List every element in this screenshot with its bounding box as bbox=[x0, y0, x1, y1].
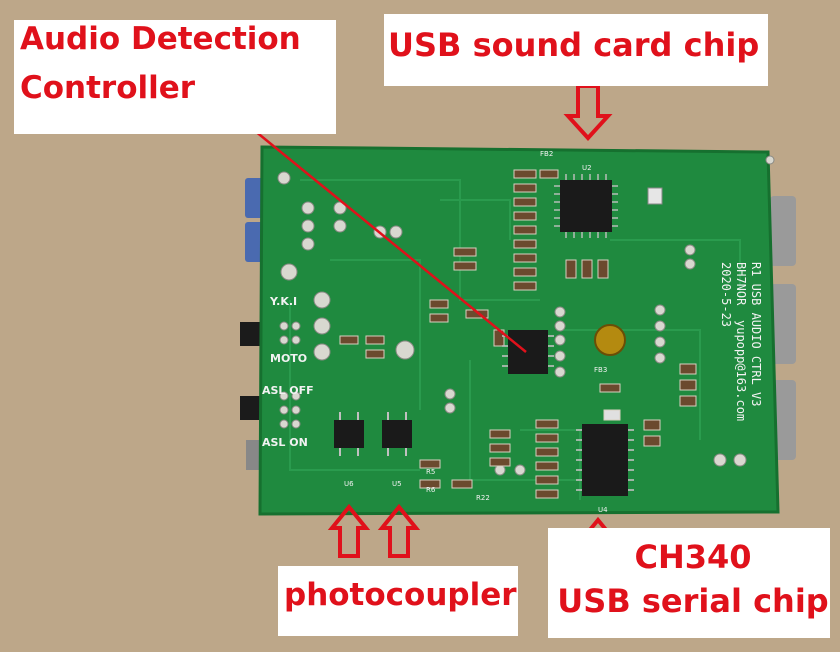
label-fb2: FB2 bbox=[540, 150, 553, 158]
label-asl-on: ASL ON bbox=[262, 436, 308, 449]
board-labels: Y.K.I MOTO ASL OFF ASL ON bbox=[262, 295, 314, 449]
silkscreen-line-2: yupopp@163.com bbox=[734, 320, 748, 421]
usb-sound-card-callout: USB sound card chip bbox=[384, 14, 768, 86]
label-yki: Y.K.I bbox=[269, 295, 297, 308]
photocoupler-callout: photocoupler bbox=[278, 566, 518, 636]
photocoupler-arrow-right bbox=[377, 503, 421, 558]
label-u5: U5 bbox=[392, 480, 402, 488]
label-r6: R6 bbox=[426, 486, 436, 494]
sound-chip-arrow bbox=[563, 84, 613, 141]
audio-detection-line-2: Controller bbox=[20, 69, 196, 106]
label-u4: U4 bbox=[598, 506, 608, 514]
silkscreen-text: BH7NOR yupopp@163.com R1 USB AUDIO CTRL … bbox=[719, 262, 763, 421]
label-u6: U6 bbox=[344, 480, 354, 488]
audio-pointer-line bbox=[221, 103, 527, 353]
label-fb3: FB3 bbox=[594, 366, 607, 374]
photocoupler-u5 bbox=[382, 412, 412, 456]
ref-labels: U2 U4 U5 U6 FB2 FB3 R22 R6 R5 bbox=[344, 150, 608, 514]
silkscreen-date: 2020-5-23 bbox=[719, 262, 733, 327]
label-asl-off: ASL OFF bbox=[262, 384, 314, 397]
usb-sound-card-chip bbox=[554, 174, 618, 238]
photocoupler-arrow-left bbox=[327, 503, 371, 558]
silkscreen-line-3: R1 USB AUDIO CTRL V3 bbox=[749, 262, 763, 407]
label-r22: R22 bbox=[476, 494, 490, 502]
tantalum-capacitor bbox=[594, 324, 626, 356]
ch340-chip bbox=[576, 424, 634, 496]
label-moto: MOTO bbox=[270, 352, 307, 365]
label-u2: U2 bbox=[582, 164, 592, 172]
label-r5: R5 bbox=[426, 468, 435, 476]
photocoupler-u6 bbox=[334, 412, 364, 456]
ch340-callout: CH340 USB serial chip bbox=[548, 528, 830, 638]
audio-detection-line-1: Audio Detection bbox=[20, 21, 301, 57]
usb-sound-card-label: USB sound card chip bbox=[388, 26, 760, 64]
ch340-line-2: USB serial chip bbox=[557, 581, 829, 620]
ch340-line-1: CH340 bbox=[634, 538, 752, 576]
audio-detection-controller-chip bbox=[502, 330, 554, 374]
crystal bbox=[647, 187, 663, 205]
audio-detection-callout: Audio Detection Controller bbox=[14, 20, 336, 134]
silkscreen-line-1: BH7NOR bbox=[734, 262, 748, 306]
photocoupler-label: photocoupler bbox=[284, 577, 517, 613]
passive-components bbox=[339, 169, 697, 499]
